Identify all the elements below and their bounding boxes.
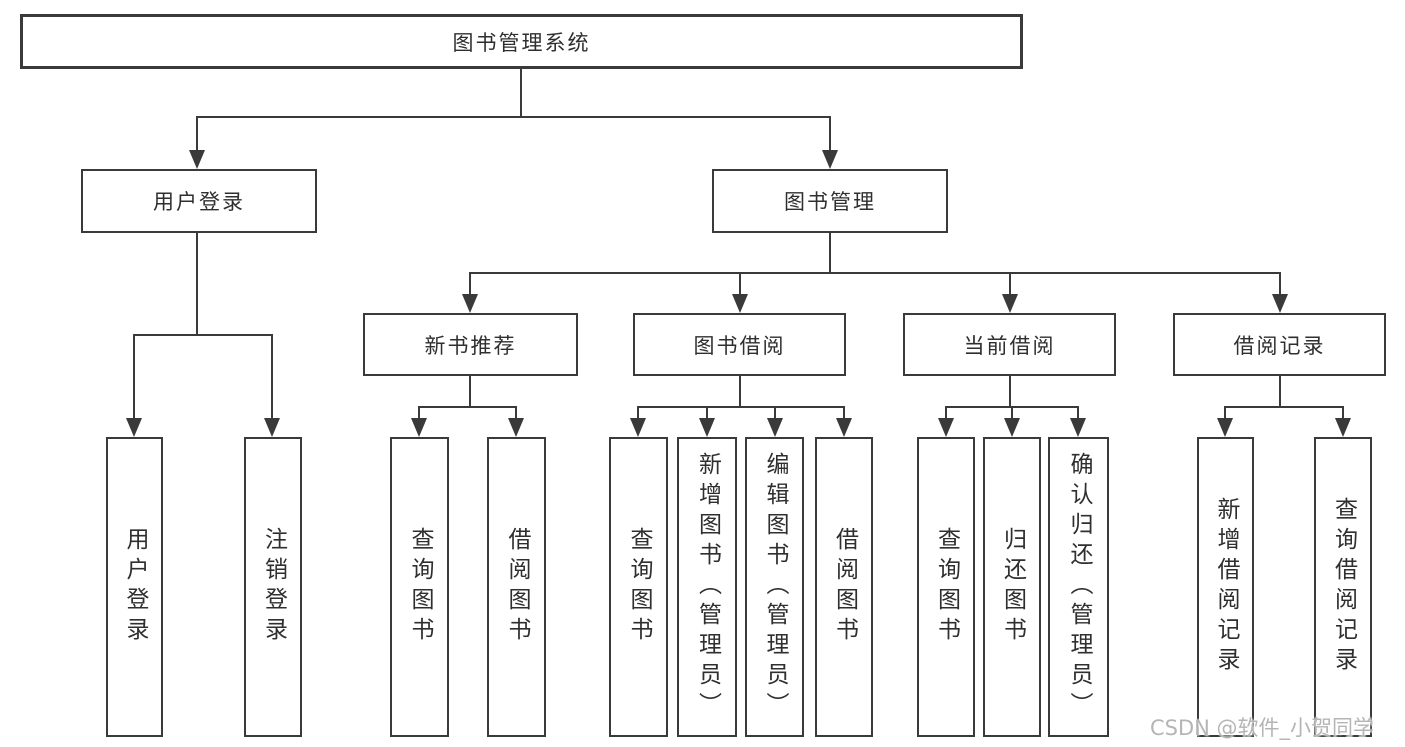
arrowhead-down-icon (264, 418, 280, 437)
node-leaf-query-borrow-record: 查询借阅记录 (1314, 437, 1372, 737)
arrowhead-down-icon (822, 150, 838, 169)
arrowhead-down-icon (462, 294, 478, 313)
arrowhead-down-icon (1272, 294, 1288, 313)
node-label-leaf-add-borrow-record: 新增借阅记录 (1213, 497, 1239, 677)
arrowhead-down-icon (508, 418, 524, 437)
connector-line (829, 117, 831, 153)
connector-line (945, 406, 1079, 408)
arrowhead-down-icon (189, 150, 205, 169)
arrowhead-down-icon (699, 418, 715, 437)
node-label-leaf-logout: 注销登录 (260, 527, 287, 647)
arrowhead-down-icon (1070, 418, 1086, 437)
connector-line (774, 407, 776, 422)
node-label-leaf-query-books-current: 查询图书 (933, 527, 960, 647)
node-label-leaf-edit-books-admin: 编辑图书（管理员） (762, 452, 788, 722)
connector-line (418, 407, 420, 422)
connector-line (1342, 407, 1344, 422)
arrowhead-down-icon (630, 418, 646, 437)
connector-line (196, 233, 198, 336)
connector-line (133, 335, 135, 422)
node-leaf-return-books: 归还图书 (983, 437, 1041, 737)
node-label-root: 图书管理系统 (452, 30, 591, 55)
connector-line (1224, 407, 1226, 422)
node-leaf-logout: 注销登录 (244, 437, 302, 737)
connector-line (739, 376, 741, 408)
connector-line (739, 273, 741, 298)
node-user-login-branch: 用户登录 (81, 169, 317, 233)
arrowhead-down-icon (126, 418, 142, 437)
arrowhead-down-icon (411, 418, 427, 437)
node-borrow-records: 借阅记录 (1173, 313, 1386, 376)
connector-line (843, 407, 845, 422)
connector-line (1224, 406, 1344, 408)
connector-line (469, 272, 1281, 274)
connector-line (515, 407, 517, 422)
node-leaf-user-login: 用户登录 (106, 437, 163, 737)
node-label-leaf-query-borrow-record: 查询借阅记录 (1330, 497, 1357, 677)
node-label-leaf-borrow-books-rec: 借阅图书 (504, 527, 530, 647)
connector-line (469, 376, 471, 408)
node-label-book-borrow: 图书借阅 (693, 333, 786, 358)
arrowhead-down-icon (1004, 418, 1020, 437)
arrowhead-down-icon (732, 294, 748, 313)
connector-line (829, 233, 831, 274)
connector-line (469, 273, 471, 298)
arrowhead-down-icon (836, 418, 852, 437)
connector-line (945, 407, 947, 422)
arrowhead-down-icon (1002, 294, 1018, 313)
connector-line (1009, 273, 1011, 298)
connector-line (520, 69, 522, 118)
node-label-leaf-confirm-return-admin: 确认归还（管理员） (1066, 452, 1092, 722)
connector-line (196, 116, 831, 118)
node-label-new-book-rec: 新书推荐 (424, 333, 517, 358)
arrowhead-down-icon (938, 418, 954, 437)
connector-line (133, 334, 273, 336)
node-label-current-borrow: 当前借阅 (963, 333, 1056, 358)
node-leaf-query-books-rec: 查询图书 (390, 437, 449, 737)
node-book-borrow: 图书借阅 (633, 313, 846, 376)
node-label-user-login-branch: 用户登录 (153, 190, 245, 214)
node-root: 图书管理系统 (20, 14, 1023, 69)
connector-line (196, 117, 198, 153)
node-leaf-query-books-borrow: 查询图书 (609, 437, 668, 737)
connector-line (637, 406, 845, 408)
csdn-watermark: CSDN @软件_小贺同学 (1150, 716, 1375, 740)
node-leaf-add-books-admin: 新增图书（管理员） (677, 437, 737, 737)
node-label-book-mgmt-branch: 图书管理 (784, 190, 876, 214)
connector-line (1279, 273, 1281, 298)
arrowhead-down-icon (1335, 418, 1351, 437)
node-book-mgmt-branch: 图书管理 (712, 169, 948, 233)
node-leaf-borrow-books-borrow: 借阅图书 (815, 437, 873, 737)
connector-line (1009, 376, 1011, 408)
connector-line (418, 406, 517, 408)
node-leaf-add-borrow-record: 新增借阅记录 (1197, 437, 1254, 737)
node-label-leaf-query-books-rec: 查询图书 (407, 527, 433, 647)
connector-line (637, 407, 639, 422)
node-current-borrow: 当前借阅 (903, 313, 1116, 376)
node-label-leaf-query-books-borrow: 查询图书 (626, 527, 652, 647)
connector-line (1077, 407, 1079, 422)
node-leaf-query-books-current: 查询图书 (917, 437, 975, 737)
node-label-leaf-return-books: 归还图书 (999, 527, 1026, 647)
node-new-book-rec: 新书推荐 (363, 313, 578, 376)
node-label-leaf-user-login: 用户登录 (122, 527, 148, 647)
node-leaf-edit-books-admin: 编辑图书（管理员） (745, 437, 804, 737)
connector-line (271, 335, 273, 422)
arrowhead-down-icon (767, 418, 783, 437)
connector-line (1011, 407, 1013, 422)
arrowhead-down-icon (1217, 418, 1233, 437)
node-label-leaf-add-books-admin: 新增图书（管理员） (694, 452, 721, 722)
connector-line (706, 407, 708, 422)
node-leaf-confirm-return-admin: 确认归还（管理员） (1048, 437, 1109, 737)
connector-line (1279, 376, 1281, 408)
node-label-leaf-borrow-books-borrow: 借阅图书 (831, 527, 858, 647)
node-label-borrow-records: 借阅记录 (1233, 333, 1326, 358)
node-leaf-borrow-books-rec: 借阅图书 (487, 437, 546, 737)
